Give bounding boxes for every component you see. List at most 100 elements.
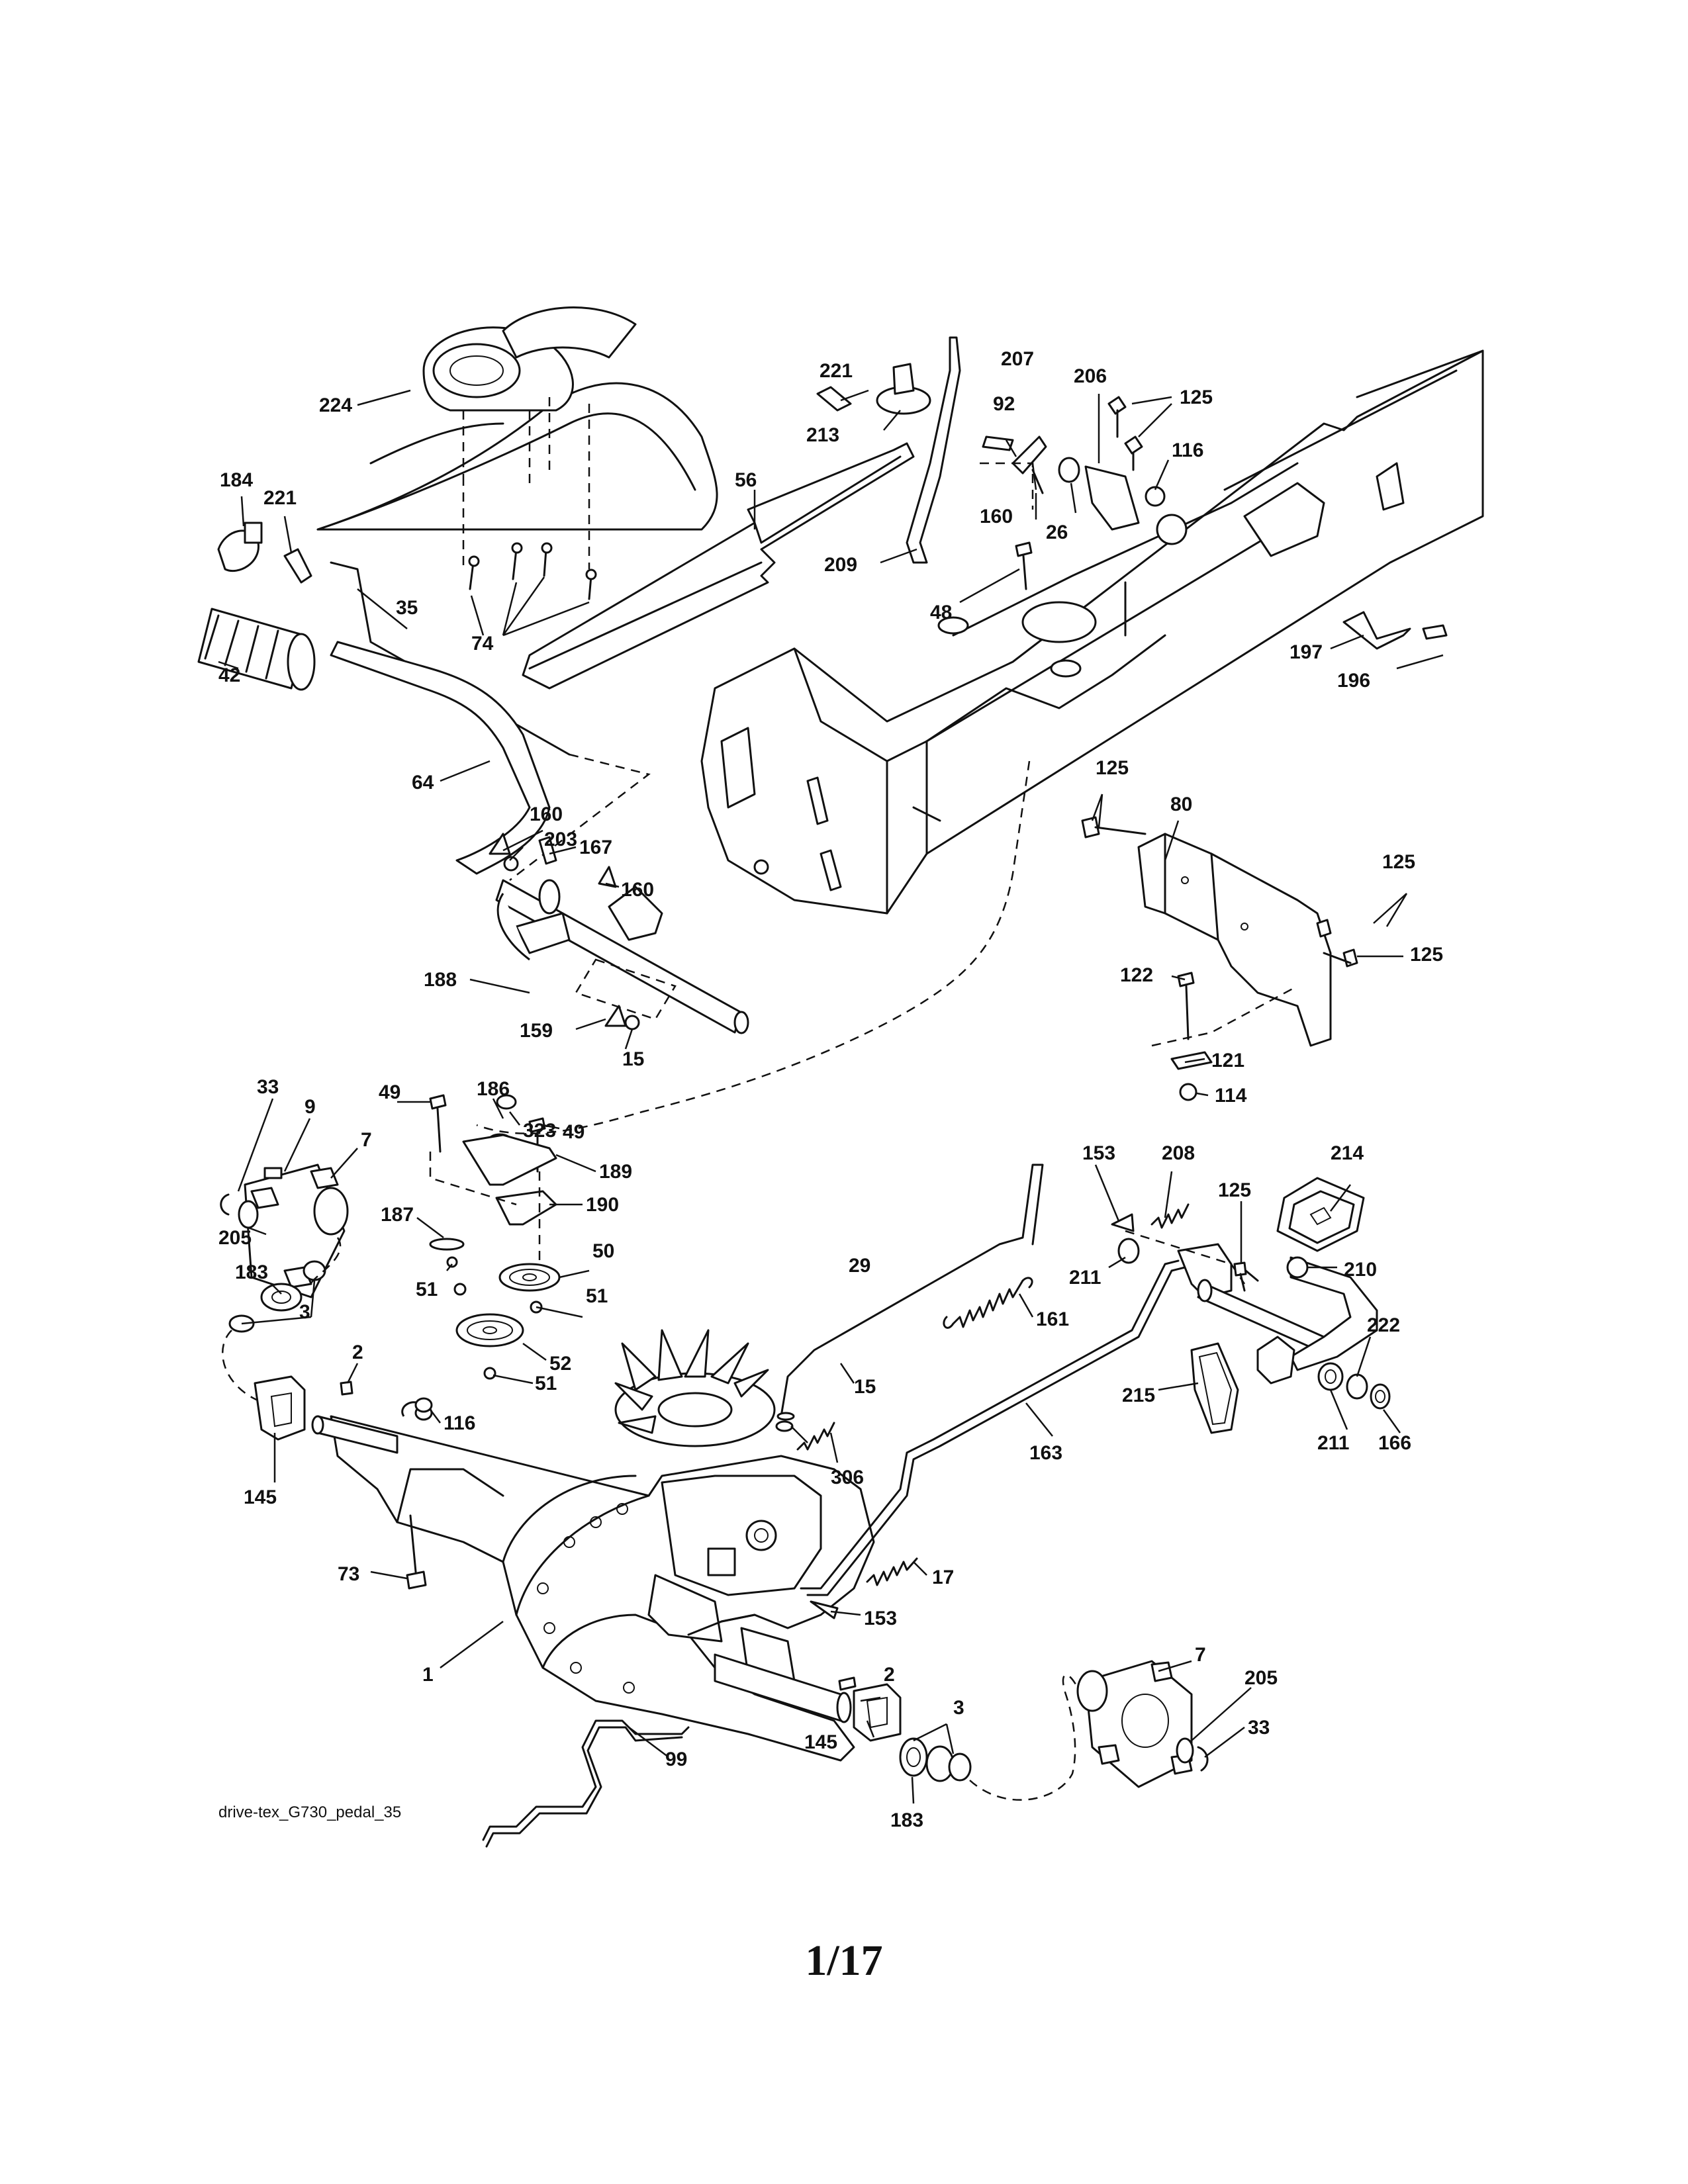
label-145: 145 — [244, 1486, 277, 1508]
bracket-190 — [495, 1190, 557, 1226]
label-209: 209 — [824, 554, 857, 576]
label-74: 74 — [471, 633, 494, 655]
label-33: 33 — [257, 1076, 279, 1098]
label-145: 145 — [804, 1731, 837, 1753]
label-196: 196 — [1337, 670, 1370, 692]
bracket-145-left — [254, 1375, 306, 1441]
key-2-right — [838, 1676, 857, 1691]
spring-161 — [943, 1277, 1033, 1329]
label-7: 7 — [361, 1129, 372, 1151]
label-167: 167 — [579, 837, 612, 858]
label-125: 125 — [1180, 387, 1213, 408]
label-121: 121 — [1211, 1050, 1244, 1071]
washer-15-lower — [775, 1420, 794, 1432]
lever-64 — [330, 641, 551, 875]
label-153: 153 — [1082, 1142, 1115, 1164]
grip-42 — [197, 608, 316, 691]
page-number: 1/17 — [805, 1936, 883, 1985]
label-306: 306 — [831, 1467, 864, 1488]
bolt-49-left — [429, 1094, 447, 1153]
clip-33-left — [220, 1193, 230, 1216]
label-51: 51 — [586, 1285, 608, 1307]
bolts-125-right — [1081, 816, 1358, 968]
bolt-125-pedal — [1233, 1261, 1247, 1292]
label-184: 184 — [220, 469, 253, 491]
washer-205-right — [1176, 1737, 1194, 1764]
clip-33-right — [1197, 1746, 1209, 1772]
label-166: 166 — [1378, 1432, 1411, 1454]
pulley-52 — [455, 1313, 524, 1347]
clip-221-top — [816, 386, 852, 412]
label-56: 56 — [735, 469, 757, 491]
label-222: 222 — [1367, 1314, 1400, 1336]
key-2-left — [340, 1381, 353, 1396]
label-190: 190 — [586, 1194, 619, 1216]
bushing-211-upper — [1117, 1238, 1140, 1264]
label-183: 183 — [235, 1261, 268, 1283]
label-50: 50 — [592, 1240, 614, 1262]
bracket-145-right — [853, 1683, 902, 1742]
label-186: 186 — [477, 1078, 510, 1100]
knob-184 — [217, 522, 263, 572]
label-221: 221 — [820, 360, 853, 382]
label-215: 215 — [1122, 1385, 1155, 1406]
pad-214 — [1276, 1177, 1365, 1252]
knob-213 — [876, 363, 931, 415]
bolt-196 — [1422, 624, 1448, 640]
label-203: 203 — [544, 829, 577, 850]
plate-80 — [1137, 833, 1332, 1047]
pedal-arm-210 — [1256, 1256, 1378, 1385]
spring-306 — [796, 1422, 835, 1451]
label-49: 49 — [379, 1081, 400, 1103]
label-206: 206 — [1074, 365, 1107, 387]
label-7: 7 — [1195, 1644, 1206, 1666]
clip-153-lower — [810, 1600, 839, 1619]
label-49: 49 — [563, 1121, 585, 1143]
leader-lines — [218, 389, 1444, 1804]
label-116: 116 — [444, 1412, 475, 1434]
bushing-211-lower — [1317, 1362, 1344, 1391]
bolt-48 — [1015, 541, 1033, 590]
label-188: 188 — [424, 969, 457, 991]
bolt-9 — [263, 1167, 283, 1179]
label-92: 92 — [993, 393, 1015, 415]
label-161: 161 — [1036, 1308, 1069, 1330]
label-26: 26 — [1046, 522, 1068, 543]
label-160: 160 — [530, 803, 563, 825]
label-51: 51 — [416, 1279, 438, 1300]
pad-215 — [1190, 1342, 1239, 1434]
hub-7-right — [1076, 1660, 1193, 1788]
label-114: 114 — [1215, 1085, 1247, 1107]
label-116: 116 — [1172, 439, 1203, 461]
screw-group-74 — [468, 542, 597, 600]
label-51: 51 — [535, 1373, 557, 1394]
label-64: 64 — [412, 772, 434, 794]
label-197: 197 — [1289, 641, 1323, 663]
label-15: 15 — [854, 1376, 876, 1398]
label-153: 153 — [864, 1608, 897, 1629]
pedal-shaft-right — [1177, 1243, 1325, 1351]
label-125: 125 — [1218, 1179, 1251, 1201]
label-125: 125 — [1410, 944, 1443, 966]
pins-160-203-167 — [489, 833, 640, 1030]
clip-153-upper — [1111, 1213, 1135, 1232]
cooling-fan — [614, 1329, 776, 1447]
nut-116-left — [414, 1397, 433, 1421]
washer-166 — [1370, 1383, 1391, 1410]
pedal-shaft-188 — [495, 879, 749, 1034]
label-213: 213 — [806, 424, 839, 446]
bolt-73 — [406, 1514, 427, 1590]
label-2: 2 — [884, 1664, 895, 1686]
label-17: 17 — [932, 1567, 954, 1588]
label-125: 125 — [1096, 757, 1129, 779]
label-183: 183 — [890, 1809, 923, 1831]
label-160: 160 — [980, 506, 1013, 527]
label-15: 15 — [622, 1048, 644, 1070]
label-224: 224 — [319, 394, 352, 416]
label-163: 163 — [1029, 1442, 1062, 1464]
label-214: 214 — [1331, 1142, 1364, 1164]
label-42: 42 — [218, 664, 240, 686]
label-122: 122 — [1120, 964, 1153, 986]
label-323: 323 — [523, 1120, 556, 1142]
